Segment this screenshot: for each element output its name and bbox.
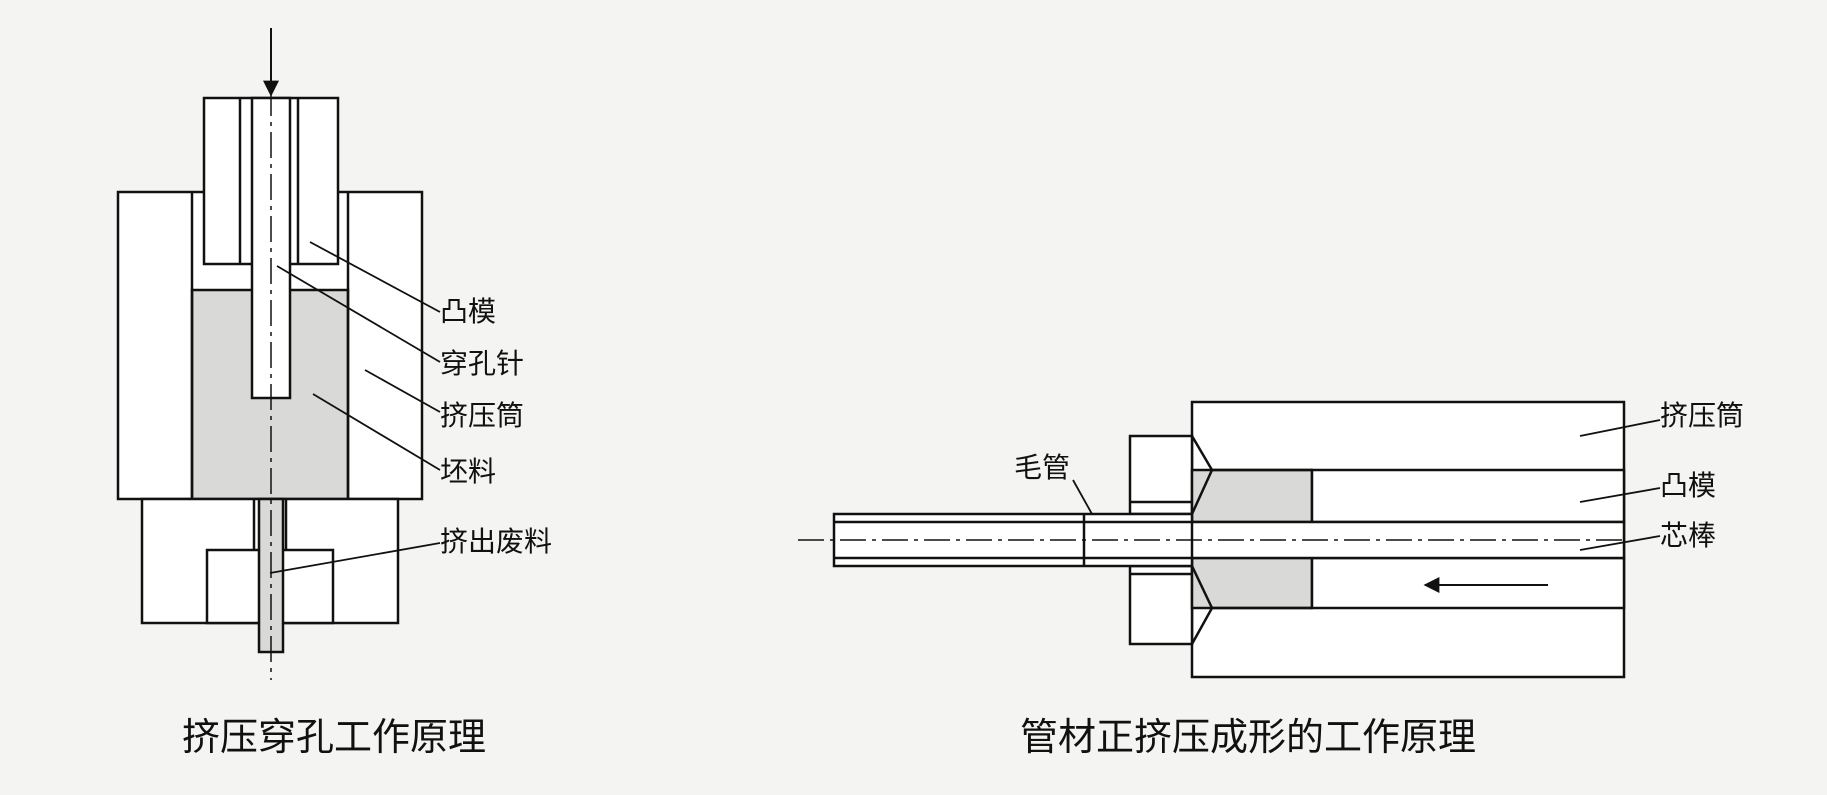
- caption-left: 挤压穿孔工作原理: [182, 715, 487, 759]
- label-left-billet: 坯料: [440, 455, 497, 488]
- right-figure: [798, 400, 1661, 679]
- label-right-tube: 毛管: [1014, 451, 1071, 484]
- label-right-punch: 凸模: [1660, 469, 1717, 502]
- right-punch-lower: [1310, 556, 1626, 610]
- label-left-container: 挤压筒: [440, 399, 525, 432]
- caption-right: 管材正挤压成形的工作原理: [1020, 715, 1477, 759]
- right-billet-lower: [1190, 556, 1314, 610]
- label-right-mandrel: 芯棒: [1660, 519, 1717, 552]
- label-left-punch: 凸模: [440, 295, 497, 328]
- label-left-piercing-needle: 穿孔针: [440, 347, 525, 380]
- left-figure: [116, 28, 441, 680]
- label-right-container: 挤压筒: [1660, 399, 1745, 432]
- label-left-waste: 挤出废料: [440, 525, 553, 558]
- right-die-lower: [1128, 564, 1194, 646]
- right-billet-upper: [1190, 468, 1314, 524]
- right-punch-upper: [1310, 468, 1626, 524]
